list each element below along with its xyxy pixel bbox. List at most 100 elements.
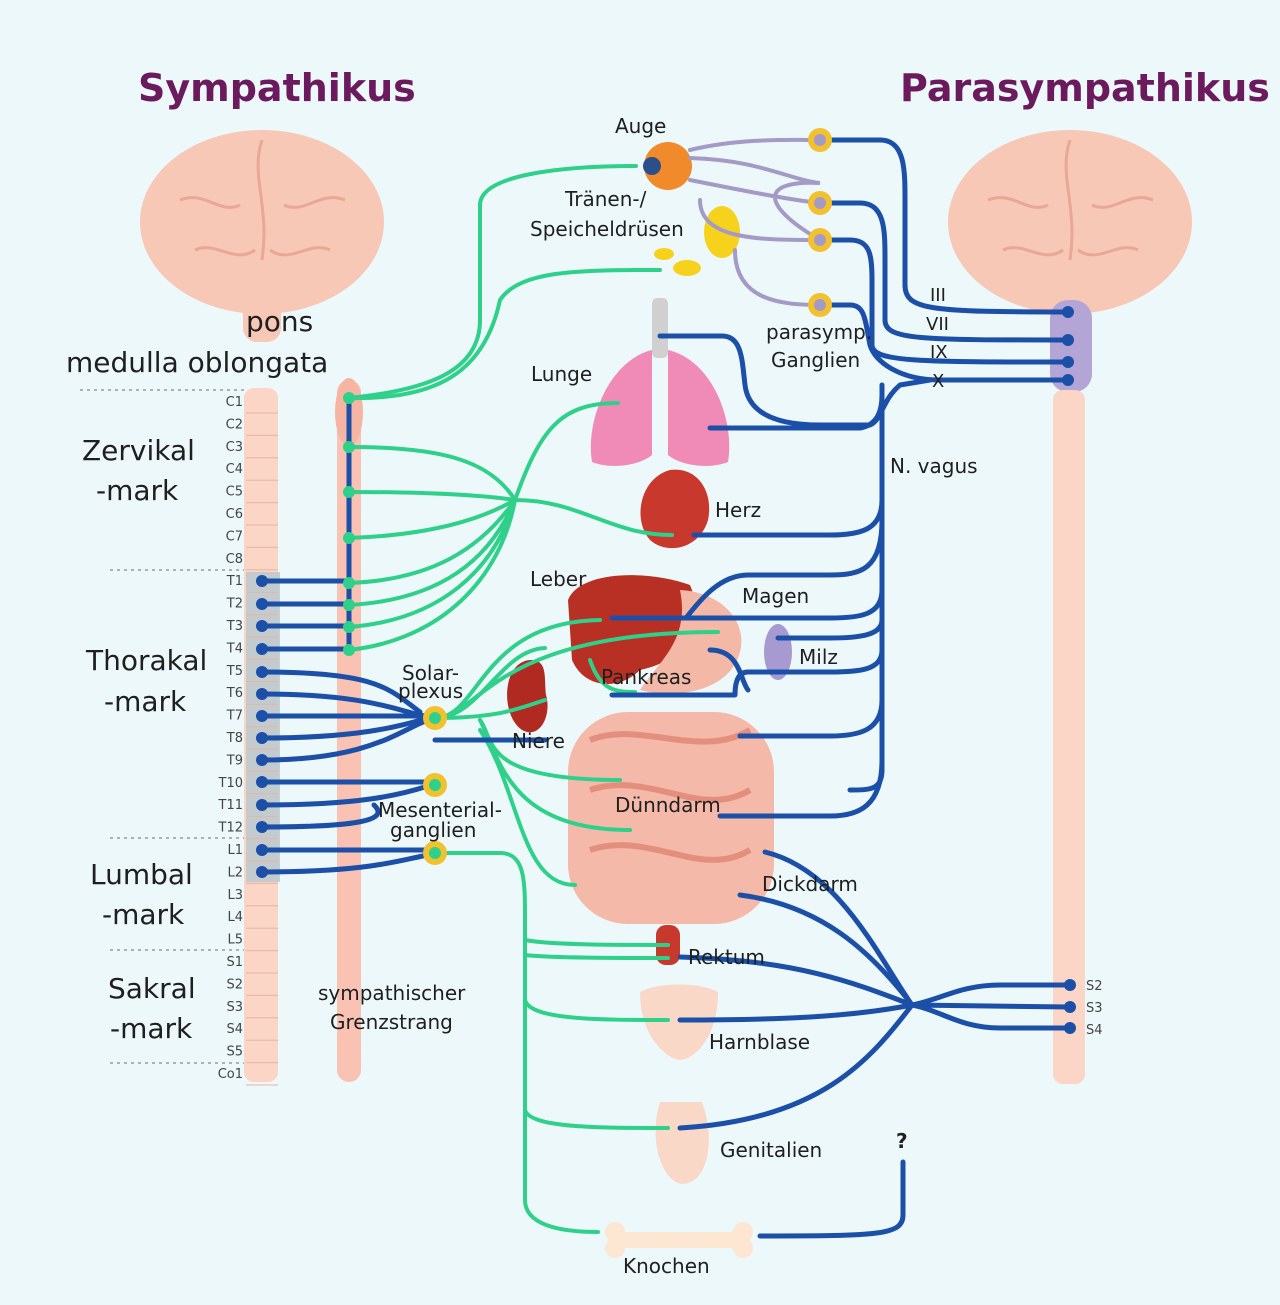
segment-label-l5: L5 (227, 933, 243, 948)
sacral-root-dot (1064, 979, 1076, 991)
parasympathetic-ganglion-core (814, 299, 826, 311)
intestine-illustration (568, 712, 774, 924)
bone-illustration (615, 1232, 743, 1248)
parasympathetic-nerve-dots (1062, 306, 1076, 1034)
trunk-ganglion-dot (343, 644, 355, 656)
spinal-segment-labels: C1C2C3C4C5C6C7C8T1T2T3T4T5T6T7T8T9T10T11… (218, 395, 278, 1086)
segment-label-c1: C1 (226, 395, 243, 410)
trunk-ganglion-dot (343, 441, 355, 453)
trunk-ganglion-dot (343, 621, 355, 633)
parasympathetic-ganglion-core (814, 134, 826, 146)
sacral-nerve-s3: S3 (1086, 1001, 1103, 1016)
label-sacral-2: -mark (110, 1012, 193, 1045)
spinal-root-dot (256, 799, 268, 811)
brainstem-nucleus-dot (1062, 306, 1074, 318)
label-pankreas: Pankreas (601, 665, 691, 689)
spinal-root-dot (256, 732, 268, 744)
trunk-ganglion-dot (343, 486, 355, 498)
segment-label-t12: T12 (218, 821, 243, 836)
segment-label-c8: C8 (226, 552, 243, 567)
spinal-root-dot (256, 688, 268, 700)
region-dividers (80, 389, 244, 1064)
spinal-root-dot (256, 754, 268, 766)
brainstem-nucleus-dot (1062, 356, 1074, 368)
trunk-ganglion-dot (343, 532, 355, 544)
label-herz: Herz (715, 498, 761, 522)
label-glands-1: Tränen-/ (564, 187, 647, 211)
label-niere: Niere (512, 729, 565, 753)
segment-label-c2: C2 (226, 417, 243, 432)
title-sympathikus: Sympathikus (138, 66, 416, 110)
label-lunge: Lunge (531, 362, 592, 386)
segment-label-c6: C6 (226, 507, 243, 522)
spinal-root-dot (256, 776, 268, 788)
spinal-root-dot (256, 598, 268, 610)
parasympathetic-postganglionic-fibers (688, 137, 822, 307)
segment-label-l2: L2 (227, 865, 243, 880)
label-cervical-1: Zervikal (82, 434, 195, 467)
label-glands-2: Speicheldrüsen (530, 217, 684, 241)
right-spinal-cord (1053, 390, 1085, 1084)
segment-label-t7: T7 (226, 709, 243, 724)
segment-label-c7: C7 (226, 529, 243, 544)
brainstem-nucleus-dot (1062, 334, 1074, 346)
right-brain-illustration (948, 130, 1192, 392)
spinal-root-dot (256, 844, 268, 856)
label-dickdarm: Dickdarm (762, 872, 858, 896)
label-question-mark: ? (896, 1129, 908, 1153)
spinal-root-dot (256, 643, 268, 655)
segment-label-c3: C3 (226, 440, 243, 455)
spinal-root-dot (256, 620, 268, 632)
organ-illustrations (507, 142, 792, 1258)
segment-label-l4: L4 (227, 910, 243, 925)
label-trunk-1: sympathischer (318, 981, 466, 1005)
sympathetic-fibers (347, 164, 720, 1234)
segment-label-t5: T5 (226, 664, 243, 679)
label-parasymp-ganglia-2: Ganglien (771, 348, 860, 372)
segment-label-l3: L3 (227, 888, 243, 903)
trunk-ganglion-dot (343, 599, 355, 611)
segment-label-s2: S2 (226, 977, 243, 992)
label-solar-plexus-2: plexus (398, 679, 463, 703)
segment-label-t8: T8 (226, 731, 243, 746)
brainstem-nucleus-dot (1062, 374, 1074, 386)
label-n-vagus: N. vagus (890, 454, 978, 478)
cranial-nerve-x: X (932, 371, 944, 392)
label-duenndarm: Dünndarm (615, 793, 721, 817)
segment-label-t11: T11 (218, 798, 243, 813)
label-mesenterial-2: ganglien (390, 818, 476, 842)
trunk-ganglion-dot (343, 392, 355, 404)
sympathetic-nerve-dots (256, 392, 355, 878)
label-rektum: Rektum (688, 945, 765, 969)
label-lumbar-1: Lumbal (90, 858, 193, 891)
trunk-ganglion-dot (343, 577, 355, 589)
label-thoracic-2: -mark (104, 685, 187, 718)
spinal-root-dot (256, 666, 268, 678)
segment-label-s3: S3 (226, 1000, 243, 1015)
genitals-illustration (655, 1102, 709, 1184)
label-medulla-oblongata: medulla oblongata (66, 346, 328, 379)
segment-label-s4: S4 (226, 1022, 243, 1037)
liver-illustration (568, 575, 696, 684)
segment-label-t9: T9 (226, 753, 243, 768)
trachea-illustration (652, 298, 668, 358)
label-knochen: Knochen (623, 1254, 710, 1278)
left-brain-illustration (140, 130, 384, 342)
prevertebral-ganglion-core (429, 779, 441, 791)
segment-label-t4: T4 (226, 641, 243, 656)
segment-label-t1: T1 (226, 574, 243, 589)
segment-label-s1: S1 (226, 955, 243, 970)
heart-illustration (640, 469, 710, 549)
cranial-nerve-ix: IX (930, 342, 948, 363)
prevertebral-ganglion-core (429, 712, 441, 724)
label-mesenterial-1: Mesenterial- (378, 798, 502, 822)
prevertebral-ganglion-core (429, 847, 441, 859)
segment-label-t3: T3 (226, 619, 243, 634)
sacral-root-dot (1064, 1022, 1076, 1034)
spinal-root-dot (256, 866, 268, 878)
cranial-nerve-vii: VII (926, 314, 949, 335)
cranial-nerve-iii: III (930, 285, 946, 306)
segment-label-l1: L1 (227, 843, 243, 858)
segment-label-co1: Co1 (218, 1067, 243, 1082)
